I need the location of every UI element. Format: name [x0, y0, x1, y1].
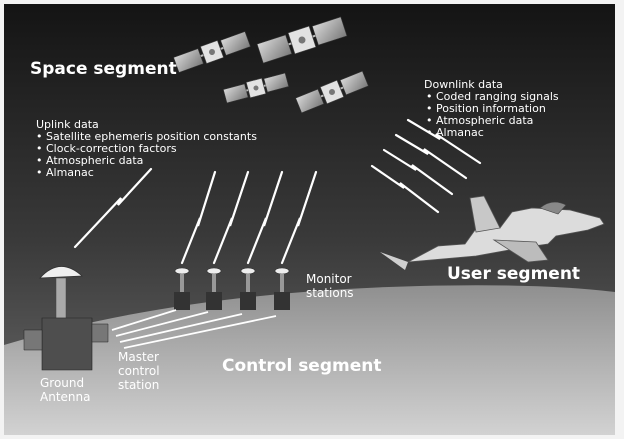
control-link-2: [115, 311, 209, 337]
control-link-3: [119, 313, 243, 343]
monitor-station-2: [206, 267, 222, 310]
satellite-2: [256, 16, 348, 64]
uplink-item: • Almanac: [36, 166, 94, 179]
uplink-title: Uplink data: [36, 118, 99, 131]
downlink-item: • Position information: [426, 102, 546, 115]
master-control-label-line2: control: [118, 364, 160, 378]
monitor-station-3: [240, 267, 256, 310]
downlink-signal-3: [246, 170, 284, 265]
control-link-1: [111, 309, 177, 331]
monitor-stations-label-line2: stations: [306, 286, 354, 300]
satellite-1: [173, 31, 251, 73]
downlink-title: Downlink data: [424, 78, 503, 91]
user-segment-label: User segment: [447, 264, 580, 284]
satellite-4: [295, 70, 369, 114]
uplink-data-block: Uplink data • Satellite ephemeris positi…: [36, 118, 257, 179]
downlink-data-block: Downlink data • Coded ranging signals • …: [424, 78, 559, 139]
monitor-stations-label-line1: Monitor: [306, 272, 352, 286]
ground-antenna: [23, 266, 109, 371]
downlink-signal-user-4: [406, 118, 482, 165]
master-control-label-line1: Master: [118, 350, 159, 364]
uplink-item: • Satellite ephemeris position constants: [36, 130, 257, 143]
aircraft: [380, 195, 605, 270]
uplink-item: • Atmospheric data: [36, 154, 143, 167]
downlink-signal-user-2: [382, 148, 454, 196]
downlink-item: • Coded ranging signals: [426, 90, 559, 103]
space-segment-label: Space segment: [30, 59, 177, 79]
monitor-station-1: [174, 267, 190, 310]
downlink-item: • Almanac: [426, 126, 484, 139]
ground-antenna-label-line2: Antenna: [40, 390, 90, 404]
downlink-signal-4: [280, 170, 318, 265]
downlink-signal-user-3: [394, 133, 468, 180]
earth-ground: [4, 285, 615, 435]
control-link-4: [123, 315, 277, 349]
uplink-item: • Clock-correction factors: [36, 142, 177, 155]
satellite-3: [222, 72, 290, 104]
downlink-signal-1: [180, 170, 217, 265]
ground-antenna-label-line1: Ground: [40, 376, 84, 390]
master-control-label-line3: station: [118, 378, 159, 392]
monitor-station-4: [274, 267, 290, 310]
control-segment-label: Control segment: [222, 356, 381, 376]
downlink-signal-user-1: [370, 164, 440, 214]
downlink-signal-2: [212, 170, 250, 265]
downlink-item: • Atmospheric data: [426, 114, 533, 127]
uplink-signal: [73, 167, 153, 249]
